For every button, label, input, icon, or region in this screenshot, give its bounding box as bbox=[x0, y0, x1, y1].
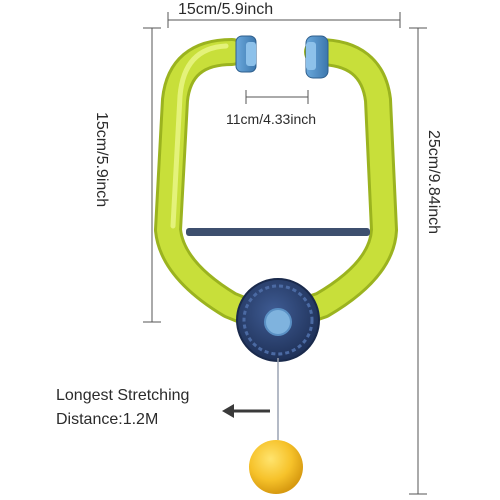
stretch-annotation: Longest Stretching Distance:1.2M bbox=[56, 384, 189, 432]
arrow-left-icon bbox=[222, 404, 270, 418]
grip-height-label: 15cm/5.9inch bbox=[93, 112, 110, 208]
total-height-label: 25cm/9.84inch bbox=[425, 130, 442, 235]
handle-gap-label: 11cm/4.33inch bbox=[226, 111, 317, 127]
stretch-annotation-line2: Distance:1.2M bbox=[56, 411, 159, 428]
frame-highlight bbox=[170, 43, 229, 229]
retractable-hub bbox=[236, 278, 320, 362]
dimension-lines bbox=[143, 12, 427, 495]
right-grip-cap bbox=[305, 35, 329, 79]
width-label: 15cm/5.9inch bbox=[178, 1, 274, 18]
yellow-ball bbox=[249, 440, 303, 494]
stretch-annotation-line1: Longest Stretching bbox=[56, 387, 190, 404]
hub-center bbox=[264, 308, 292, 336]
left-grip-cap bbox=[235, 35, 257, 73]
crossbar bbox=[186, 228, 370, 236]
